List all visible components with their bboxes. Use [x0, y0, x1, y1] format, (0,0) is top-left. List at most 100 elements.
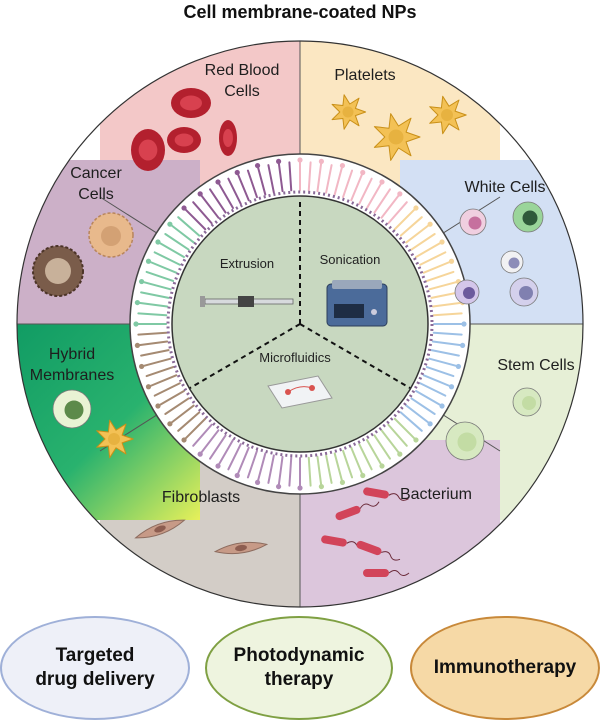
- membrane-protein: [399, 411, 423, 432]
- segment-label-hybrid-membranes: Hybrid: [49, 346, 95, 363]
- membrane-protein: [425, 366, 455, 378]
- membrane-bead: [138, 278, 145, 285]
- hybrid-platelet-icon: [96, 419, 134, 459]
- core-divider: [299, 323, 411, 389]
- membrane-bead: [461, 321, 467, 327]
- white-cell-icon: [454, 279, 480, 305]
- membrane-protein: [422, 261, 451, 274]
- stem-cell-icon: [512, 387, 542, 417]
- membrane-bead: [360, 472, 366, 479]
- membrane-protein: [208, 188, 227, 214]
- figure-title: Cell membrane-coated NPs: [183, 2, 417, 22]
- membrane-protein: [419, 251, 447, 266]
- membrane-protein: [142, 281, 172, 291]
- membrane-protein: [200, 429, 220, 454]
- membrane-bead: [134, 299, 141, 306]
- membrane-protein: [137, 312, 168, 317]
- membrane-protein: [325, 454, 333, 484]
- syringe-icon: [200, 296, 294, 307]
- membrane-protein: [380, 194, 400, 219]
- fibroblast-icon: [213, 541, 269, 555]
- membrane-protein: [200, 194, 220, 219]
- segment-label-red-blood-cells: Red Blood: [205, 62, 280, 79]
- membrane-bead: [275, 158, 282, 165]
- membrane-bead: [197, 191, 203, 197]
- bacterium-icon: [335, 501, 380, 521]
- membrane-protein: [140, 349, 170, 357]
- membrane-protein: [380, 429, 400, 454]
- membrane-bead: [339, 479, 346, 486]
- membrane-protein: [153, 382, 181, 397]
- membrane-protein: [177, 411, 201, 432]
- membrane-protein: [145, 366, 175, 378]
- membrane-bead: [297, 157, 303, 163]
- membrane-protein: [393, 417, 416, 440]
- membrane-protein: [387, 423, 408, 447]
- core-divider: [189, 323, 301, 389]
- membrane-bead: [459, 342, 466, 349]
- membrane-protein: [138, 301, 169, 308]
- method-sonication: Sonication: [320, 252, 381, 267]
- membrane-bead: [427, 221, 433, 227]
- membrane-protein: [373, 188, 392, 214]
- segment-label-white-cells: White Cells: [465, 179, 546, 196]
- membrane-bead: [145, 384, 152, 390]
- bacterium-icon: [363, 569, 410, 577]
- membrane-bead: [155, 239, 161, 245]
- membrane-protein: [140, 291, 170, 299]
- membrane-protein: [177, 216, 201, 237]
- membrane-bead: [138, 363, 145, 370]
- membrane-bead: [439, 239, 445, 245]
- membrane-protein: [399, 216, 423, 237]
- membrane-protein: [432, 312, 463, 317]
- membrane-bead: [254, 162, 261, 169]
- method-extrusion: Extrusion: [220, 256, 274, 271]
- membrane-protein: [428, 281, 458, 291]
- segment-label-stem-cells: Stem Cells: [497, 357, 574, 374]
- membrane-protein: [138, 340, 169, 347]
- membrane-protein: [358, 177, 373, 205]
- membrane-protein: [192, 201, 213, 225]
- membrane-protein: [393, 208, 416, 231]
- membrane-protein: [307, 161, 312, 192]
- hybrid-cell-icon: [52, 389, 92, 429]
- membrane-bead: [318, 483, 325, 490]
- segment-label-hybrid-membranes: Membranes: [30, 367, 114, 384]
- membrane-protein: [227, 177, 242, 205]
- membrane-protein: [237, 173, 250, 202]
- membrane-bead: [167, 221, 173, 227]
- bacterium-icon: [356, 540, 401, 561]
- membrane-bead: [318, 158, 325, 165]
- membrane-bead: [254, 479, 261, 486]
- membrane-protein: [257, 166, 267, 196]
- membrane-protein: [325, 164, 333, 194]
- membrane-protein: [170, 404, 195, 424]
- segment-label-platelets: Platelets: [334, 67, 395, 84]
- membrane-bead: [448, 384, 455, 390]
- membrane-protein: [431, 301, 462, 308]
- membrane-protein: [246, 169, 258, 199]
- membrane-protein: [142, 357, 172, 367]
- membrane-bead: [439, 403, 445, 409]
- membrane-protein: [410, 397, 436, 416]
- membrane-protein: [137, 331, 168, 336]
- membrane-protein: [153, 251, 181, 266]
- red-blood-cell-icon: [131, 129, 165, 171]
- membrane-protein: [316, 455, 323, 486]
- membrane-protein: [350, 173, 363, 202]
- microfluidic-chip-icon: [267, 375, 333, 409]
- membrane-protein: [277, 162, 284, 193]
- segment-label-cancer-cells: Cancer: [70, 165, 122, 182]
- membrane-bead: [134, 342, 141, 349]
- membrane-protein: [425, 270, 455, 282]
- membrane-protein: [428, 357, 458, 367]
- stem-cell-icon: [445, 421, 485, 461]
- white-cell-icon: [509, 277, 539, 307]
- membrane-protein: [267, 164, 275, 194]
- bacterium-icon: [363, 487, 409, 501]
- membrane-bead: [427, 421, 433, 427]
- membrane-protein: [366, 182, 382, 209]
